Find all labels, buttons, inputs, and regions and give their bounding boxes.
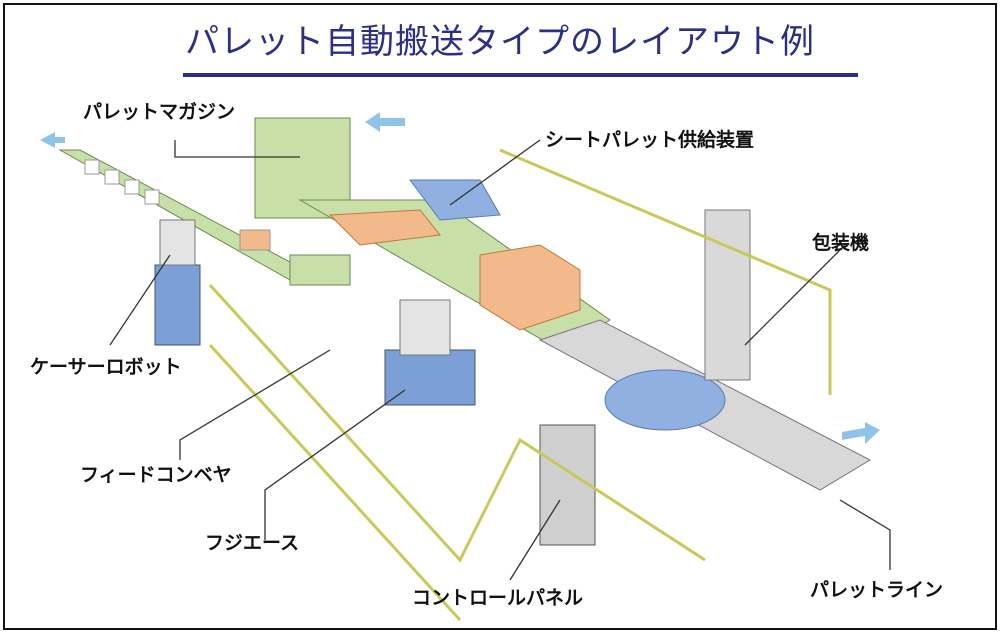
arrow-icon (842, 422, 880, 444)
cases-on-conveyor (84, 159, 271, 251)
feed-conveyor (289, 254, 351, 286)
safety-fence (208, 148, 832, 622)
sheet-pallet-feeder (409, 179, 501, 221)
flow-arrows (40, 112, 880, 444)
stacked-cases (479, 244, 581, 331)
label-fujiace: フジエース (205, 532, 300, 554)
leader-lines (109, 139, 891, 581)
palletizer-base (384, 349, 476, 406)
turntable (604, 369, 726, 431)
caser-robot (159, 219, 196, 266)
arrow-icon (365, 112, 405, 132)
label-feed-conveyor: フィードコンベヤ (80, 464, 232, 486)
control-panel (539, 424, 596, 546)
caser-robot-base (154, 264, 201, 346)
palletizer-robot (399, 299, 451, 356)
frame-border (3, 3, 997, 630)
label-sheet-pallet-feeder: シートパレット供給装置 (545, 129, 755, 151)
arrow-icon (40, 132, 65, 148)
label-caser-robot: ケーサーロボット (30, 356, 182, 378)
label-wrapping-machine: 包装機 (812, 232, 870, 254)
pallet-orange (328, 209, 441, 246)
label-pallet-magazine: パレットマガジン (83, 101, 236, 123)
title-underline (183, 73, 858, 77)
label-control-panel: コントロールパネル (412, 587, 584, 609)
diagram-title: パレット自動搬送タイプのレイアウト例 (185, 22, 815, 62)
label-pallet-line: パレットライン (810, 579, 944, 601)
wrapping-machine (704, 209, 751, 381)
